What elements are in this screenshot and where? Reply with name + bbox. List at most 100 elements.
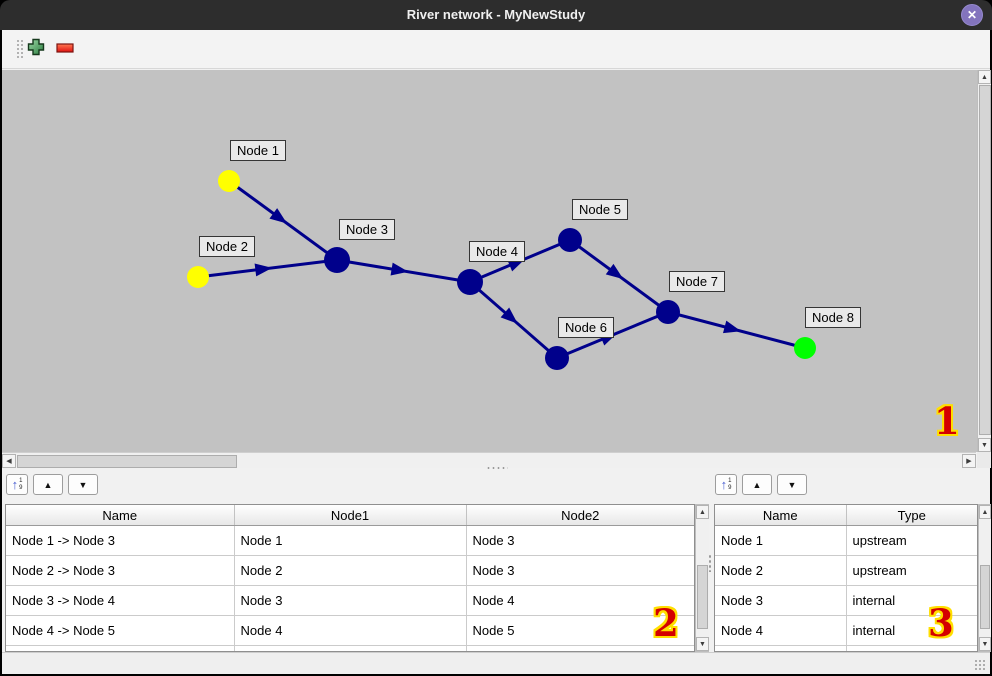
scroll-left-button[interactable]: ◀ <box>2 454 16 468</box>
toolbar-drag-handle[interactable] <box>16 39 23 60</box>
edge-arrow-icon <box>605 263 624 280</box>
links-table-scrollbar[interactable]: ▲ ▼ <box>695 504 709 652</box>
network-node[interactable] <box>558 228 582 252</box>
table-cell[interactable]: Node 2 <box>234 555 467 586</box>
table-cell[interactable]: Node 4 <box>234 615 467 646</box>
status-bar <box>2 652 990 674</box>
table-cell[interactable]: internal <box>846 615 977 646</box>
network-node[interactable] <box>656 300 680 324</box>
scroll-down-button[interactable]: ▼ <box>978 438 991 452</box>
panel-splitter-grip[interactable] <box>708 554 712 572</box>
links-scroll-thumb[interactable] <box>697 565 708 629</box>
edge-arrow-icon <box>390 262 409 276</box>
scroll-down-button[interactable]: ▼ <box>696 637 709 651</box>
column-header[interactable]: Name <box>715 505 847 526</box>
annotation-number: 2 <box>653 601 679 645</box>
table-cell[interactable]: Node 4 <box>715 615 847 646</box>
table-cell[interactable]: Node 3 <box>715 585 847 616</box>
canvas-hscroll-thumb[interactable] <box>17 455 237 468</box>
node-label[interactable]: Node 1 <box>230 140 286 161</box>
column-header[interactable]: Type <box>846 505 977 526</box>
table-cell[interactable]: Node 3 <box>466 525 694 556</box>
canvas-horizontal-scrollbar[interactable]: ◀ ▶ <box>2 452 976 468</box>
network-node[interactable] <box>218 170 240 192</box>
nodes-table-scrollbar[interactable]: ▲ ▼ <box>978 504 991 652</box>
horizontal-splitter-grip[interactable] <box>486 466 508 470</box>
network-node[interactable] <box>794 337 816 359</box>
table-cell[interactable]: Node 1 -> Node 3 <box>6 525 235 556</box>
edge-arrow-icon <box>723 320 742 334</box>
table-cell[interactable]: Node 1 <box>715 525 847 556</box>
node-label[interactable]: Node 4 <box>469 241 525 262</box>
remove-node-button[interactable] <box>54 38 76 60</box>
links-move-down-button[interactable]: ▼ <box>68 474 98 495</box>
node-label[interactable]: Node 2 <box>199 236 255 257</box>
scroll-down-button[interactable]: ▼ <box>979 637 991 651</box>
table-cell[interactable]: internal <box>846 585 977 616</box>
nodes-move-down-button[interactable]: ▼ <box>777 474 807 495</box>
table-cell[interactable]: Node 5 <box>466 615 694 646</box>
network-node[interactable] <box>187 266 209 288</box>
edge-arrow-icon <box>269 208 288 224</box>
nodes-scroll-thumb[interactable] <box>980 565 990 629</box>
canvas-vscroll-thumb[interactable] <box>979 85 991 435</box>
scroll-up-button[interactable]: ▲ <box>696 505 709 519</box>
scroll-right-button[interactable]: ▶ <box>962 454 976 468</box>
table-cell[interactable]: Node 4 <box>466 585 694 616</box>
node-label[interactable]: Node 8 <box>805 307 861 328</box>
scroll-up-icon: ▲ <box>981 73 988 81</box>
close-button[interactable]: ✕ <box>961 4 983 26</box>
scroll-up-icon: ▲ <box>981 508 989 516</box>
annotation-number: 1 <box>934 399 960 443</box>
canvas-vertical-scrollbar[interactable]: ▲ ▼ <box>977 70 991 452</box>
network-node[interactable] <box>324 247 350 273</box>
table-cell[interactable]: upstream <box>846 555 977 586</box>
table-cell[interactable]: upstream <box>846 525 977 556</box>
scroll-left-icon: ◀ <box>6 458 12 465</box>
move-down-icon: ▼ <box>787 479 797 490</box>
column-header[interactable]: Node2 <box>466 505 694 526</box>
table-cell[interactable]: Node 1 <box>234 525 467 556</box>
links-move-up-button[interactable]: ▲ <box>33 474 63 495</box>
window-resize-grip[interactable] <box>974 659 986 671</box>
scroll-down-icon: ▼ <box>981 441 988 449</box>
main-toolbar <box>2 30 990 69</box>
node-label[interactable]: Node 6 <box>558 317 614 338</box>
column-header[interactable]: Node1 <box>234 505 467 526</box>
node-label[interactable]: Node 5 <box>572 199 628 220</box>
scroll-up-button[interactable]: ▲ <box>979 505 991 519</box>
table-cell[interactable]: Node 4 -> Node 5 <box>6 615 235 646</box>
table-cell[interactable]: Node 2 -> Node 3 <box>6 555 235 586</box>
node-label[interactable]: Node 3 <box>339 219 395 240</box>
node-label[interactable]: Node 7 <box>669 271 725 292</box>
scroll-up-button[interactable]: ▲ <box>978 70 991 84</box>
table-cell[interactable]: Node 2 <box>715 555 847 586</box>
river-network-canvas[interactable]: Node 1 Node 2 Node 3 Node 4 Node 5 Node 6 Node… <box>2 70 977 452</box>
nodes-move-up-button[interactable]: ▲ <box>742 474 772 495</box>
close-icon: ✕ <box>966 8 978 22</box>
network-node[interactable] <box>457 269 483 295</box>
network-node[interactable] <box>545 346 569 370</box>
table-cell[interactable]: Node 3 <box>466 555 694 586</box>
scroll-right-icon: ▶ <box>966 458 972 465</box>
table-cell[interactable]: Node 3 -> Node 4 <box>6 585 235 616</box>
column-header[interactable]: Name <box>6 505 235 526</box>
table-cell[interactable]: Node 3 <box>234 585 467 616</box>
add-node-button[interactable] <box>25 38 47 60</box>
window-title: River network - MyNewStudy <box>406 7 586 22</box>
move-up-icon: ▲ <box>43 479 53 490</box>
